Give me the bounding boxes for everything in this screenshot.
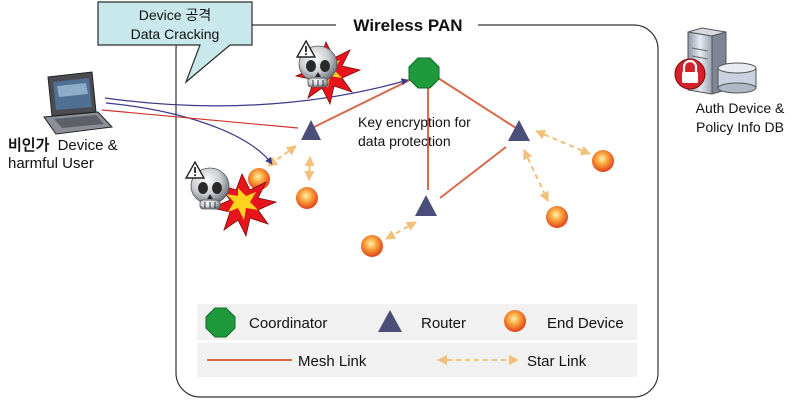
- router-node: [301, 120, 321, 140]
- attacker-label-bold: 비인가: [8, 136, 50, 154]
- warning-icon: [184, 160, 206, 179]
- callout-bubble: [97, 1, 253, 84]
- legend: Coordinator Router End Device Mesh Link …: [197, 304, 637, 377]
- attack-line: [101, 109, 299, 129]
- pan-title-background: [336, 12, 478, 38]
- attacker-label-text: Device &: [58, 137, 118, 154]
- end-device-node: [296, 187, 318, 209]
- attack-lines: [101, 78, 409, 165]
- legend-router-icon: [378, 310, 402, 332]
- callout-line-2: Data Cracking: [131, 26, 220, 42]
- router-node: [415, 195, 437, 216]
- attack-line: [105, 102, 273, 165]
- star-link: [523, 149, 549, 202]
- star-link: [304, 156, 315, 181]
- database-icon: [717, 62, 757, 94]
- legend-end-device-icon: [504, 310, 526, 332]
- end-device-node: [546, 206, 568, 228]
- legend-end-device-label: End Device: [547, 315, 624, 332]
- star-link: [267, 145, 297, 167]
- legend-coordinator-label: Coordinator: [249, 315, 327, 332]
- router-node: [508, 120, 530, 141]
- mesh-link: [439, 146, 507, 199]
- warning-icon: [295, 39, 317, 58]
- star-links: [267, 129, 591, 240]
- legend-router-label: Router: [421, 315, 466, 332]
- laptop-icon: [43, 71, 114, 135]
- attack-line: [104, 78, 409, 107]
- legend-coordinator-icon: [205, 307, 236, 338]
- auth-label-line-2: Policy Info DB: [696, 119, 784, 135]
- callout-line-1: Device 공격: [139, 7, 211, 23]
- legend-star-link-label: Star Link: [527, 353, 587, 370]
- encryption-note-line-1: Key encryption for: [358, 114, 471, 130]
- end-device-node: [592, 150, 614, 172]
- end-device-node: [361, 235, 383, 257]
- legend-mesh-link-label: Mesh Link: [298, 353, 367, 370]
- star-link: [535, 129, 591, 156]
- pan-title: Wireless PAN: [353, 16, 462, 35]
- attacker-label-line-2: harmful User: [8, 155, 94, 172]
- lock-icon: [674, 58, 706, 90]
- star-link: [385, 221, 417, 240]
- auth-label-line-1: Auth Device &: [696, 100, 785, 116]
- attack-callout: Device 공격 Data Cracking: [97, 1, 253, 84]
- mesh-link: [437, 77, 517, 129]
- encryption-note-line-2: data protection: [358, 133, 451, 149]
- legend-row-nodes-bg: [197, 304, 637, 340]
- coordinator-node: [408, 57, 440, 89]
- attacker-label-line-1: 비인가 Device &: [8, 136, 118, 154]
